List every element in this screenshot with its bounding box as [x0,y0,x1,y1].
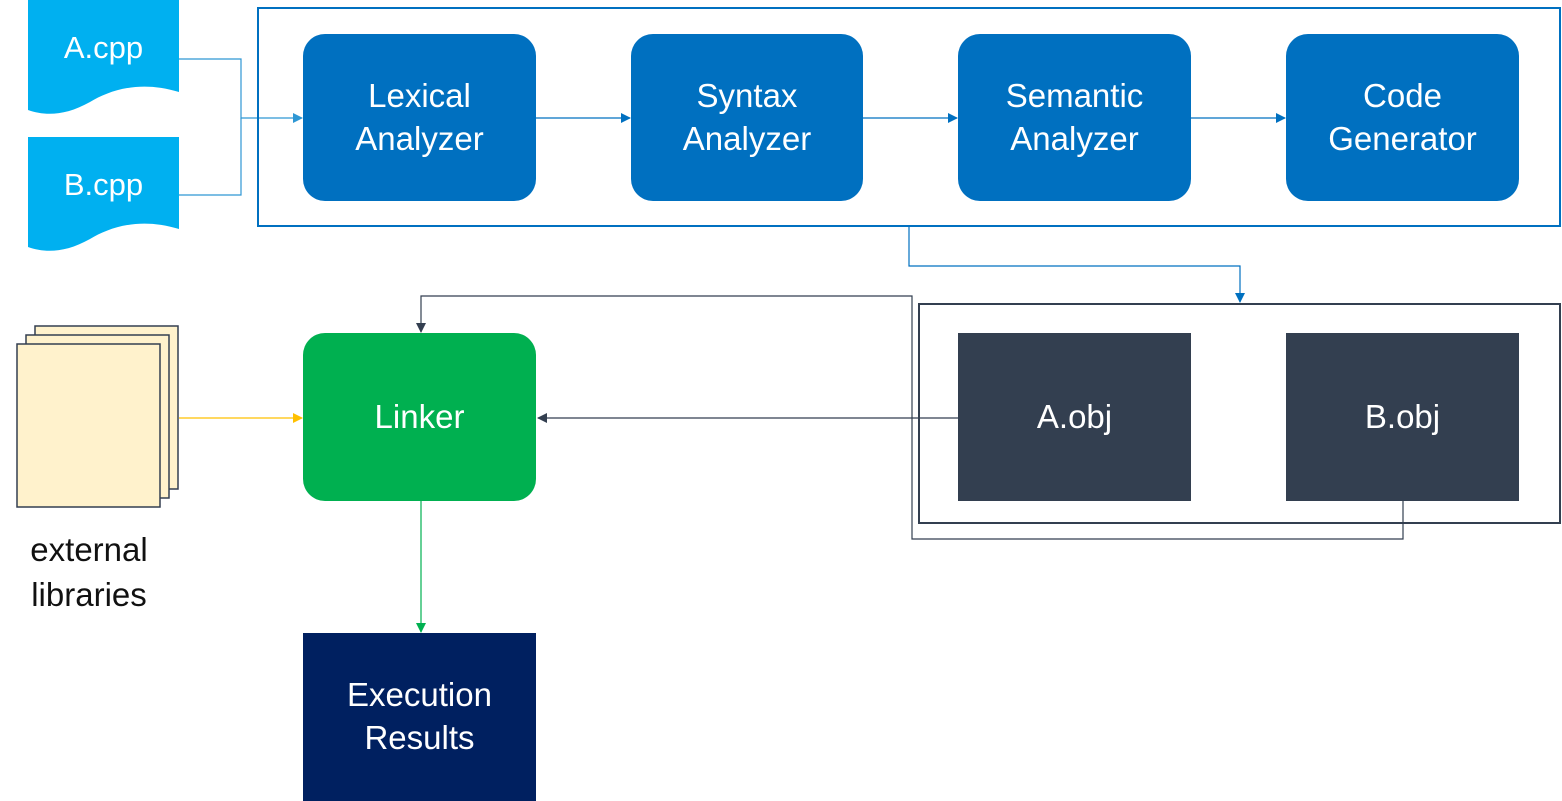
source-file-b-cpp: B.cpp [63,167,144,202]
linker: Linker [303,333,536,501]
connector-b-cpp-to-lexer [179,118,242,196]
execution-results: Execution Results [303,633,536,801]
syntax-analyzer: Syntax Analyzer [631,34,863,201]
semantic-analyzer: Semantic Analyzer [958,34,1191,201]
compiler-frame [257,7,1561,227]
object-files-frame [918,303,1561,524]
object-file-a-obj: A.obj [958,333,1191,501]
arrow-compiler-to-objects [908,227,1245,303]
lexical-analyzer: Lexical Analyzer [303,34,536,201]
object-file-b-obj: B.obj [1286,333,1519,501]
external-libraries-label: external libraries [30,531,148,613]
source-file-a-cpp: A.cpp [63,30,144,65]
code-generator: Code Generator [1286,34,1519,201]
stacked-documents-icon [16,325,179,508]
